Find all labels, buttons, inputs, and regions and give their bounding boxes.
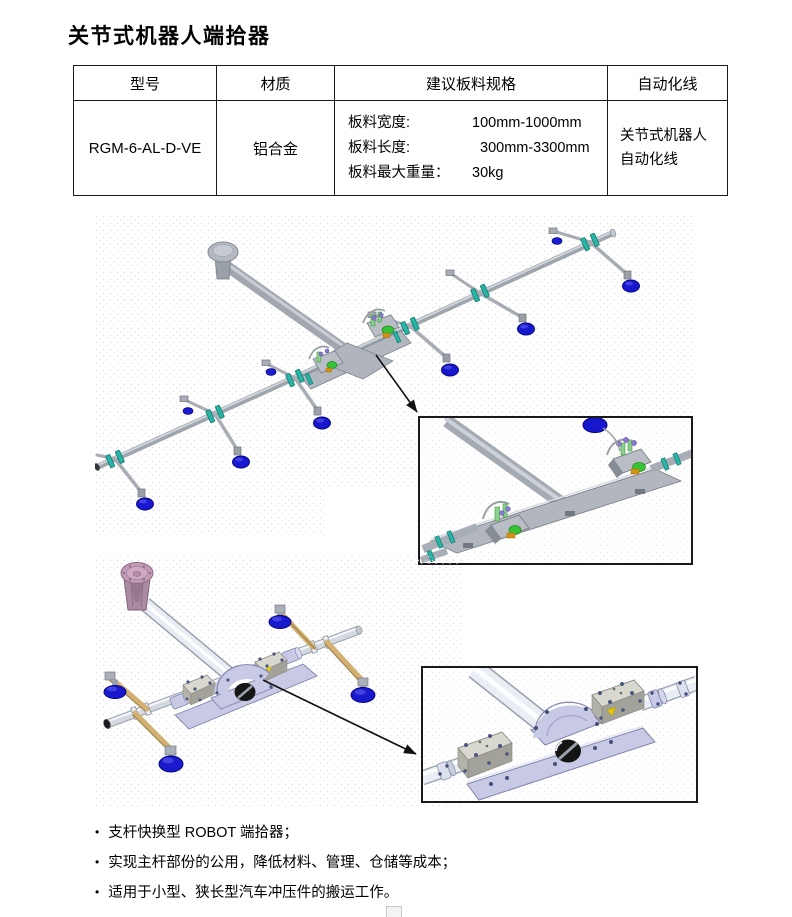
yellow-marker-2 (606, 706, 617, 717)
col-header-model: 型号 (73, 65, 217, 101)
suction-cups (136, 279, 640, 511)
spec-line-length: 板料长度: 300mm-3300mm (348, 139, 590, 156)
table-row: RGM-6-AL-D-VE 铝合金 板料宽度: 100mm-1000mm 板料长… (73, 100, 728, 196)
page-title: 关节式机器人端拾器 (68, 24, 271, 48)
robot-flange-pink (120, 562, 154, 611)
figure-robot-eoat-quickchange (95, 556, 698, 806)
mount-boom-2 (140, 598, 240, 685)
page-bottom-artifact (386, 906, 402, 917)
spec-line-width: 板料宽度: 100mm-1000mm (348, 114, 582, 131)
bullet-icon: • (95, 885, 100, 899)
table-header-row: 型号 材质 建议板料规格 自动化线 (73, 65, 728, 101)
branch-arms (95, 227, 640, 511)
bullet-item: •适用于小型、狭长型汽车冲压件的搬运工作。 (95, 878, 456, 908)
suction-cups-2 (103, 615, 376, 773)
cell-model: RGM-6-AL-D-VE (73, 100, 217, 196)
callout-arrow-icon (375, 354, 418, 413)
bullet-item: •实现主杆部份的公用，降低材料、管理、仓储等成本； (95, 848, 456, 878)
bullet-item: •支杆快换型 ROBOT 端拾器； (95, 818, 456, 848)
tan-branch-rods (103, 604, 376, 773)
center-clamp-assembly (174, 651, 318, 730)
stub-head (179, 395, 189, 402)
yellow-marker (266, 666, 272, 672)
callout-arrow-icon-2 (262, 679, 417, 755)
spec-line-max-weight: 板料最大重量： 30kg (348, 164, 504, 181)
elbow-fittings (137, 270, 632, 498)
col-header-sheet-spec: 建议板料规格 (334, 65, 608, 101)
figure-robot-eoat-overview (95, 215, 695, 565)
spec-table: 型号 材质 建议板料规格 自动化线 RGM-6-AL-D-VE 铝合金 板料宽度… (73, 65, 728, 196)
detail-callout-box-2 (421, 666, 698, 803)
quick-change-station-right (362, 308, 400, 338)
rail-clamps (105, 232, 600, 469)
cell-material: 铝合金 (216, 100, 335, 196)
bullet-icon: • (95, 855, 100, 869)
cell-sheet-spec: 板料宽度: 100mm-1000mm 板料长度: 300mm-3300mm 板料… (334, 100, 608, 196)
quick-change-station-left (308, 345, 344, 374)
col-header-material: 材质 (216, 65, 335, 101)
col-header-automation-line: 自动化线 (607, 65, 728, 101)
feature-bullet-list: •支杆快换型 ROBOT 端拾器； •实现主杆部份的公用，降低材料、管理、仓储等… (95, 818, 456, 908)
cell-automation-line: 关节式机器人 自动化线 (607, 100, 728, 196)
detail-callout-box-1 (418, 416, 693, 565)
mount-boom (207, 241, 351, 356)
bullet-icon: • (95, 825, 100, 839)
